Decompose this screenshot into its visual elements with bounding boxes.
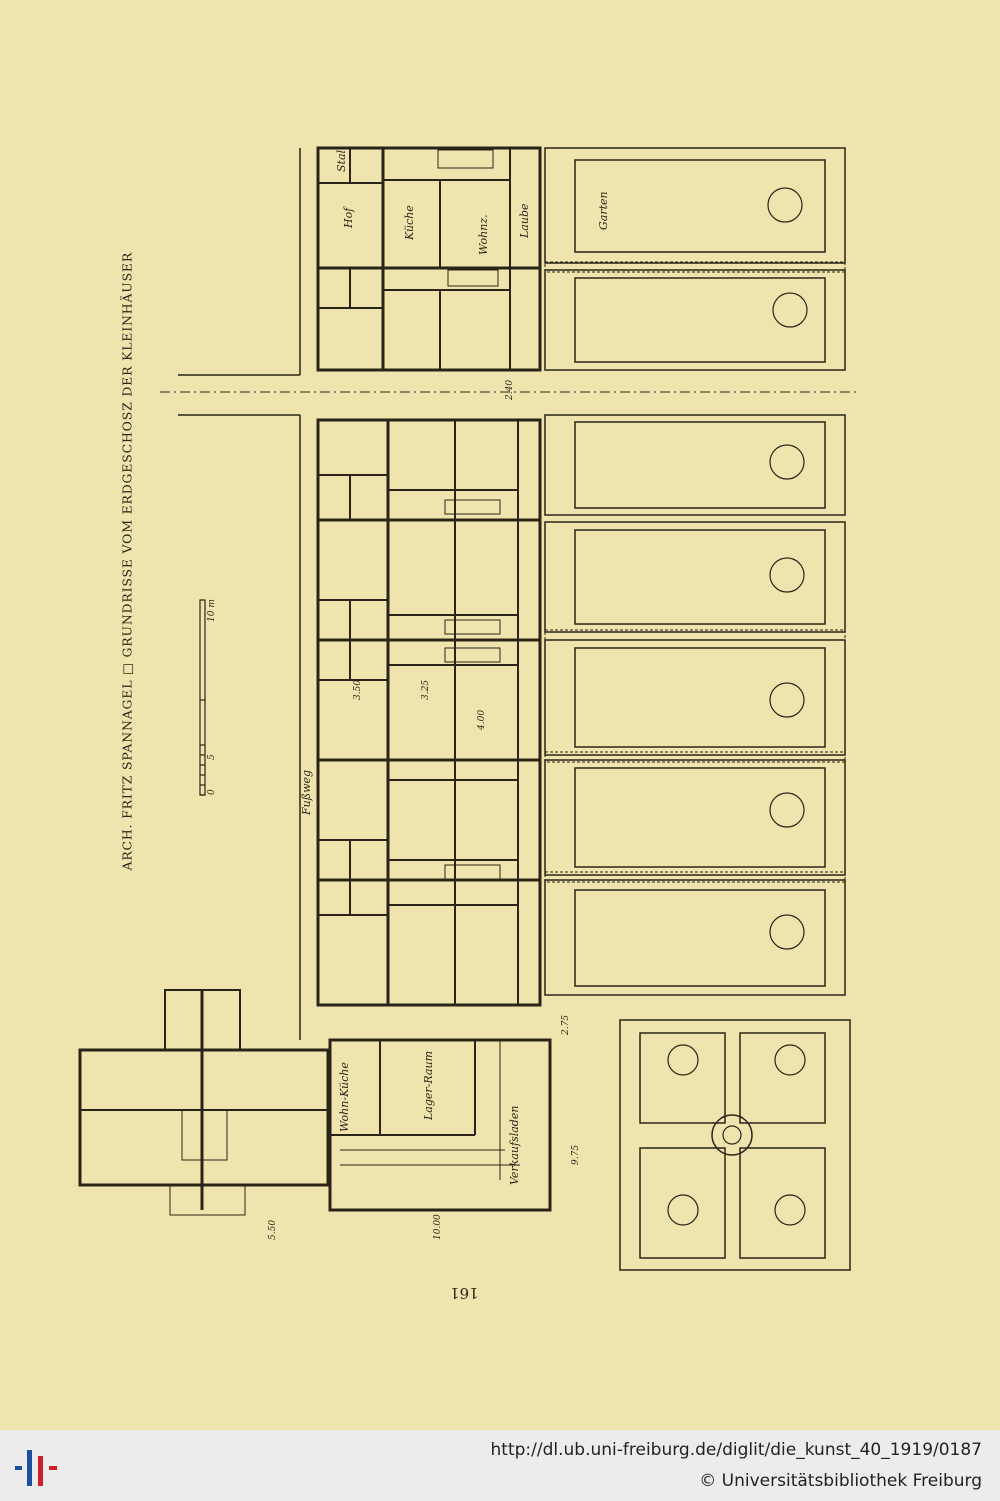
scale-end-label: 10 m — [207, 599, 217, 622]
tree-symbols — [767, 187, 808, 950]
scanned-page: Hof Stall Küche Wohnz. Laube Garten Fußw… — [78, 145, 860, 1302]
room-labels: Hof Stall Küche Wohnz. Laube Garten Fußw… — [207, 146, 610, 1240]
library-logo-icon — [15, 1450, 57, 1486]
label-lager: Lager-Raum — [422, 1051, 435, 1121]
scale-tick-label: 0 — [207, 789, 217, 795]
scale-tick-label: 5 — [207, 754, 217, 760]
dimension-label: 5.50 — [268, 1220, 278, 1240]
dimension-label: 3.50 — [353, 680, 363, 700]
label-wohnz: Wohnz. — [477, 214, 490, 255]
dimension-label: 2.75 — [561, 1015, 571, 1036]
footer-bar: http://dl.ub.uni-freiburg.de/diglit/die_… — [0, 1430, 1000, 1501]
label-verkaufsladen: Verkaufsladen — [508, 1106, 521, 1185]
label-garten: Garten — [597, 191, 610, 230]
label-wohnkueche: Wohn-Küche — [338, 1062, 351, 1132]
page-number: 161 — [450, 1284, 479, 1302]
floor-plan-drawing: Hof Stall Küche Wohnz. Laube Garten Fußw… — [78, 146, 860, 1271]
lower-house-row — [316, 418, 542, 1007]
label-laube: Laube — [518, 203, 531, 239]
dimension-label: 4.00 — [477, 710, 487, 731]
label-fussweg: Fußweg — [300, 770, 313, 816]
garden-plots — [544, 147, 846, 996]
dimension-label: 10.00 — [433, 1214, 443, 1240]
label-stall: Stall — [335, 146, 348, 172]
upper-house-block — [316, 146, 542, 372]
dimension-label: 2.40 — [505, 380, 515, 401]
dimension-label: 9.75 — [571, 1145, 581, 1165]
label-hof: Hof — [342, 206, 355, 229]
caption-text: ARCH. FRITZ SPANNAGEL □ GRUNDRISSE VOM E… — [119, 251, 135, 871]
dimension-label: 3.25 — [421, 680, 431, 700]
label-kueche: Küche — [403, 205, 416, 241]
scale-bar — [199, 599, 206, 796]
document-url-link[interactable]: http://dl.ub.uni-freiburg.de/diglit/die_… — [490, 1440, 982, 1460]
ornamental-garden — [619, 1019, 851, 1271]
copyright-notice: © Universitätsbibliothek Freiburg — [699, 1471, 982, 1491]
shop-building — [78, 989, 552, 1216]
